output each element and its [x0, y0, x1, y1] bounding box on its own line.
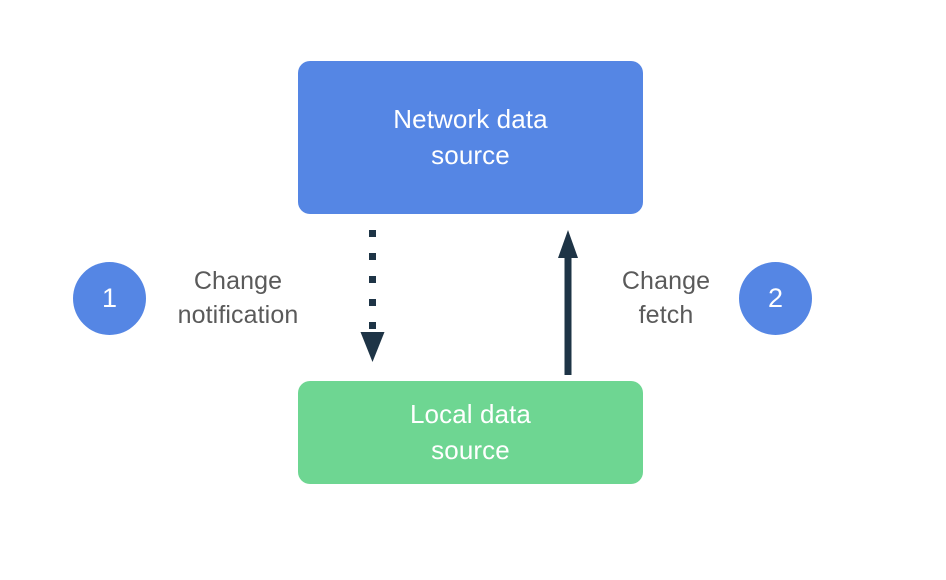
step-badge-1-number: 1 — [101, 283, 118, 313]
change-fetch-arrow-icon — [558, 230, 578, 375]
node-local-data-source: Local data source — [298, 381, 643, 484]
step-caption-change-fetch: Change fetch — [621, 267, 711, 329]
step-badge-1: 1 — [73, 262, 146, 335]
node-network-data-source-label: Network data source — [393, 104, 548, 170]
step-badge-2-number: 2 — [767, 283, 784, 313]
step-badge-2: 2 — [739, 262, 812, 335]
node-local-data-source-label: Local data source — [410, 399, 531, 465]
step-caption-change-notification: Change notification — [177, 267, 299, 329]
change-notification-arrow-icon — [360, 230, 385, 362]
node-network-data-source: Network data source — [298, 61, 643, 214]
